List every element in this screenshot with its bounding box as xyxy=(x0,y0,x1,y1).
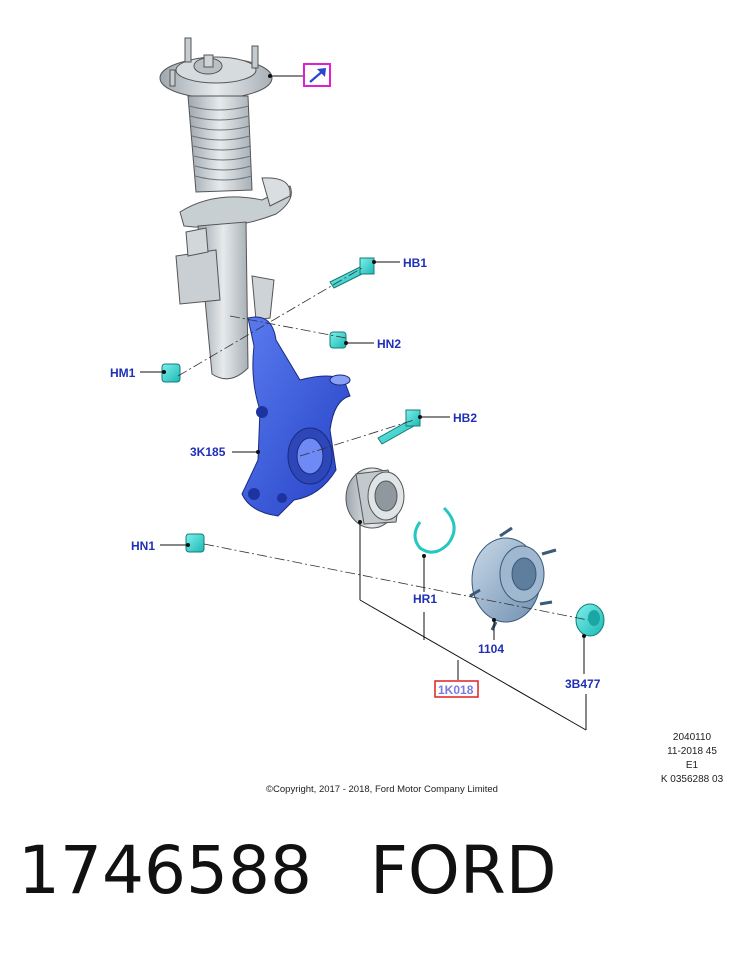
wheel-bearing xyxy=(345,467,405,529)
nut-hn1 xyxy=(185,533,205,553)
steering-knuckle xyxy=(241,316,351,517)
callout-hn2[interactable]: HN2 xyxy=(377,337,401,351)
copyright-notice: ©Copyright, 2017 - 2018, Ford Motor Comp… xyxy=(266,784,498,795)
snap-ring xyxy=(413,506,456,554)
wheel-hub xyxy=(469,526,557,631)
callout-3k185[interactable]: 3K185 xyxy=(190,445,226,459)
reference-line-4: K 0356288 03 xyxy=(661,774,724,785)
callout-hb2[interactable]: HB2 xyxy=(453,411,477,425)
leader-dots xyxy=(162,74,586,638)
callout-1104[interactable]: 1104 xyxy=(478,642,504,656)
part-number: 1746588 xyxy=(18,832,312,909)
nut-hn2 xyxy=(329,331,347,349)
nut-hm1 xyxy=(161,363,181,383)
callout-hm1[interactable]: HM1 xyxy=(110,366,136,380)
reference-line-1: 2040110 xyxy=(673,732,712,743)
bolt-hb2 xyxy=(377,409,421,445)
strut-assembly xyxy=(159,37,292,380)
nut-3b477 xyxy=(575,603,605,637)
callout-hr1[interactable]: HR1 xyxy=(413,592,437,606)
callout-3b477[interactable]: 3B477 xyxy=(565,677,601,691)
center-lines xyxy=(177,267,589,621)
callout-hb1[interactable]: HB1 xyxy=(403,256,427,270)
reference-block: 2040110 11-2018 45 E1 K 0356288 03 xyxy=(661,732,724,785)
brand-name: FORD xyxy=(369,832,557,909)
callout-1k018[interactable]: 1K018 xyxy=(438,683,474,697)
strut-link-button[interactable] xyxy=(303,63,331,87)
leader-lines xyxy=(140,75,587,731)
callout-1k018-box[interactable]: 1K018 xyxy=(434,680,479,698)
arrow-up-right-icon xyxy=(309,68,326,83)
bolt-hb1 xyxy=(329,257,375,289)
callout-hn1[interactable]: HN1 xyxy=(131,539,155,553)
reference-line-2: 11-2018 45 xyxy=(667,746,717,757)
reference-line-3: E1 xyxy=(686,760,699,771)
